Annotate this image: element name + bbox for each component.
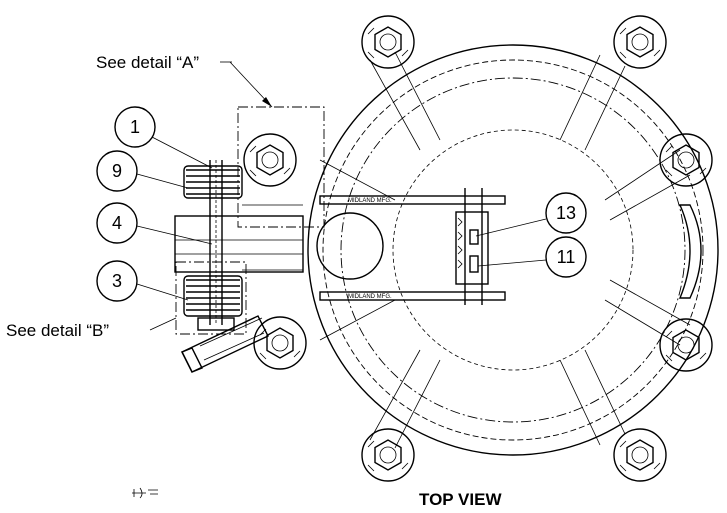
- detail-b-callout: See detail “B”: [6, 321, 109, 340]
- bolt-lug: [243, 133, 297, 187]
- bolt-lug: [361, 15, 415, 69]
- rod-label-lower: MIDLAND MFG.: [348, 294, 392, 300]
- svg-text:11: 11: [557, 247, 576, 267]
- detail-a-box: [237, 106, 325, 228]
- draft-mark: [132, 487, 158, 499]
- view-title: TOP VIEW: [419, 490, 502, 509]
- balloon-9: 9: [96, 150, 189, 192]
- flange-ring: [307, 44, 719, 456]
- webs: [319, 51, 691, 449]
- balloon-11: 11: [477, 236, 587, 278]
- bolt-lug: [361, 428, 415, 482]
- balloon-4: 4: [96, 202, 213, 245]
- svg-text:13: 13: [556, 203, 576, 223]
- svg-text:9: 9: [112, 161, 122, 181]
- bolt-lugs: [243, 15, 713, 482]
- bolt-lug: [613, 15, 667, 69]
- bolt-lug: [659, 318, 713, 372]
- svg-text:1: 1: [130, 117, 140, 137]
- angled-bolt: [181, 315, 269, 373]
- detail-b-box: [175, 261, 247, 335]
- svg-text:3: 3: [112, 271, 122, 291]
- spring-gauge: [455, 188, 489, 305]
- bolt-lug: [613, 428, 667, 482]
- clamp-assembly: [174, 160, 304, 331]
- detail-a-callout: See detail “A”: [96, 53, 199, 72]
- balloon-3: 3: [96, 260, 189, 302]
- center-port: [316, 212, 384, 280]
- tie-rod-lower: MIDLAND MFG.: [319, 291, 506, 301]
- tie-rod-upper: MIDLAND MFG.: [319, 195, 506, 205]
- svg-text:4: 4: [112, 213, 122, 233]
- side-window: [678, 204, 702, 299]
- balloon-13: 13: [475, 192, 587, 237]
- rod-label-upper: MIDLAND MFG.: [348, 198, 392, 204]
- balloon-1: 1: [114, 106, 213, 169]
- bolt-lug: [659, 133, 713, 187]
